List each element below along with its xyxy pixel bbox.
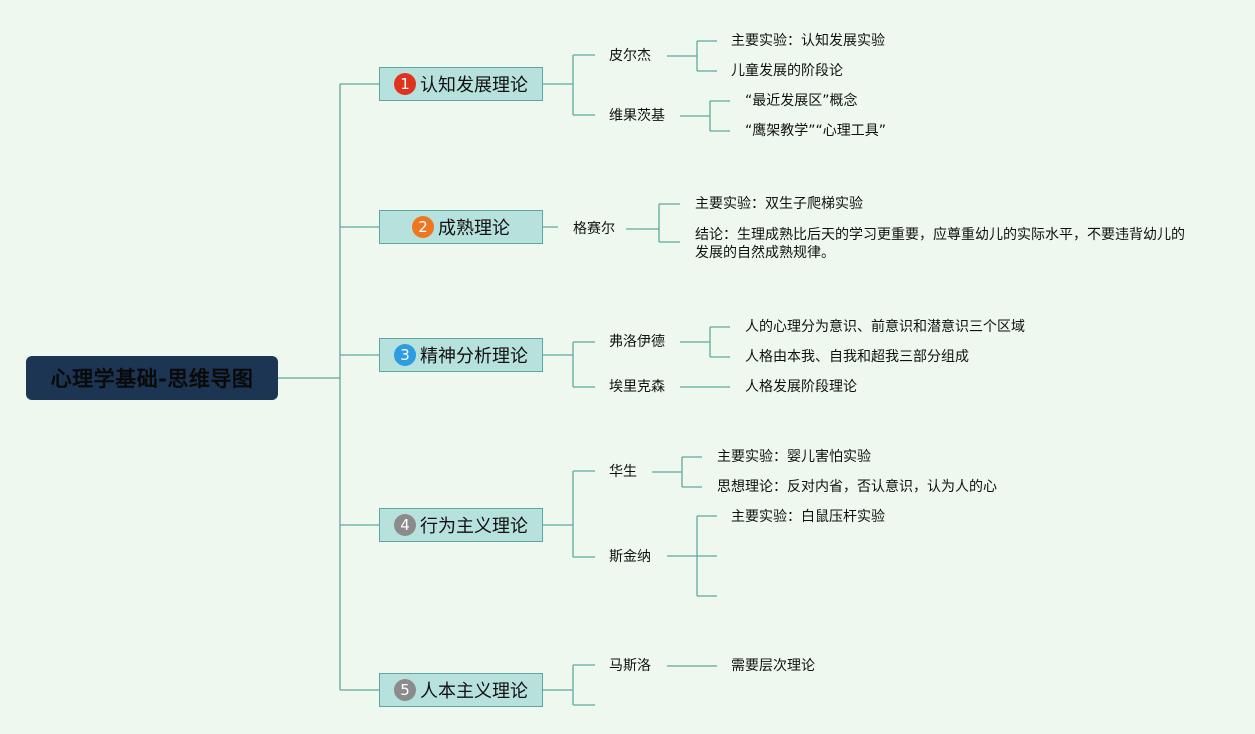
person-piaget[interactable]: 皮尔杰 <box>609 48 651 64</box>
branch-1-label: 认知发展理论 <box>420 75 528 96</box>
point-piaget-stage-theory[interactable]: 儿童发展的阶段论 <box>731 63 843 79</box>
branch-2-label: 成熟理论 <box>438 218 510 239</box>
branch-5-label: 人本主义理论 <box>420 681 528 702</box>
branch-5[interactable]: 5 人本主义理论 <box>379 673 543 707</box>
person-gesell[interactable]: 格赛尔 <box>573 221 615 237</box>
point-gesell-experiment[interactable]: 主要实验：双生子爬梯实验 <box>695 196 863 212</box>
branch-1[interactable]: 1 认知发展理论 <box>379 67 543 101</box>
branch-2[interactable]: 2 成熟理论 <box>379 210 543 244</box>
point-watson-experiment[interactable]: 主要实验：婴儿害怕实验 <box>717 449 871 465</box>
number-badge-3: 3 <box>394 344 416 366</box>
point-piaget-experiment[interactable]: 主要实验：认知发展实验 <box>731 33 885 49</box>
branch-3[interactable]: 3 精神分析理论 <box>379 338 543 372</box>
person-watson[interactable]: 华生 <box>609 464 637 480</box>
person-skinner[interactable]: 斯金纳 <box>609 549 651 565</box>
point-freud-personality[interactable]: 人格由本我、自我和超我三部分组成 <box>745 349 969 365</box>
branch-4-label: 行为主义理论 <box>420 516 528 537</box>
person-freud[interactable]: 弗洛伊德 <box>609 334 665 350</box>
branch-4[interactable]: 4 行为主义理论 <box>379 508 543 542</box>
root-topic[interactable]: 心理学基础-思维导图 <box>26 356 278 400</box>
person-maslow[interactable]: 马斯洛 <box>609 658 651 674</box>
point-freud-consciousness[interactable]: 人的心理分为意识、前意识和潜意识三个区域 <box>745 319 1025 335</box>
point-skinner-experiment[interactable]: 主要实验：白鼠压杆实验 <box>731 509 885 525</box>
number-badge-4: 4 <box>394 514 416 536</box>
point-gesell-conclusion[interactable]: 结论：生理成熟比后天的学习更重要，应尊重幼儿的实际水平，不要违背幼儿的发展的自然… <box>695 227 1185 261</box>
point-vygotsky-zpd[interactable]: “最近发展区”概念 <box>745 93 858 109</box>
point-maslow-hierarchy[interactable]: 需要层次理论 <box>731 658 815 674</box>
branch-3-label: 精神分析理论 <box>420 346 528 367</box>
person-vygotsky[interactable]: 维果茨基 <box>609 108 665 124</box>
point-vygotsky-scaffolding[interactable]: “鹰架教学”“心理工具” <box>745 123 887 139</box>
number-badge-2: 2 <box>412 216 434 238</box>
number-badge-1: 1 <box>394 73 416 95</box>
number-badge-5: 5 <box>394 679 416 701</box>
root-topic-label: 心理学基础-思维导图 <box>50 367 254 391</box>
point-erikson-stages[interactable]: 人格发展阶段理论 <box>745 379 857 395</box>
point-watson-theory[interactable]: 思想理论：反对内省，否认意识，认为人的心 <box>717 479 997 495</box>
person-erikson[interactable]: 埃里克森 <box>609 379 665 395</box>
